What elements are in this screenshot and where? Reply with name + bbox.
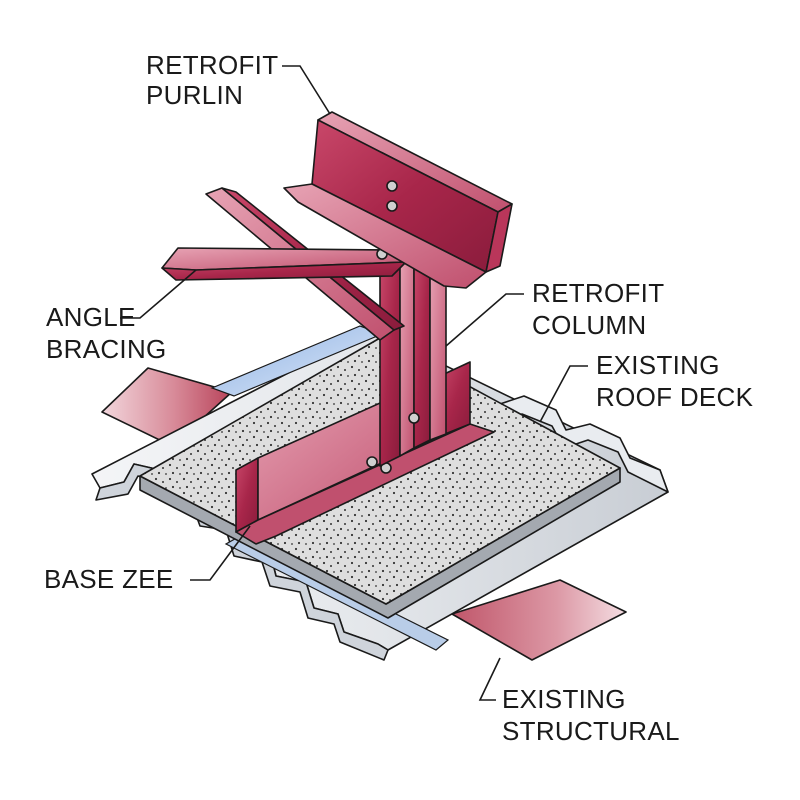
label-existing-structural: EXISTING STRUCTURAL <box>502 684 680 746</box>
angle-bracing <box>161 187 407 341</box>
leader-retrofit-purlin <box>282 65 331 115</box>
retrofit-purlin <box>283 111 513 289</box>
retrofit-column <box>379 257 447 467</box>
label-angle-bracing: ANGLE BRACING <box>46 302 167 364</box>
label-existing-roof-deck: EXISTING ROOF DECK <box>596 350 754 412</box>
callout-labels: RETROFIT PURLIN ANGLE BRACING RETROFIT C… <box>44 50 754 746</box>
leader-retrofit-column <box>445 293 524 347</box>
callout-leaders <box>120 65 588 701</box>
leader-angle-bracing <box>120 269 197 319</box>
label-base-zee: BASE ZEE <box>44 564 174 594</box>
leader-existing-roof-deck <box>539 365 588 423</box>
existing-structural-beam <box>101 367 627 661</box>
leader-base-zee <box>190 525 251 581</box>
leader-existing-structural <box>478 657 501 701</box>
label-retrofit-column: RETROFIT COLUMN <box>532 278 671 340</box>
label-retrofit-purlin: RETROFIT PURLIN <box>146 50 285 110</box>
